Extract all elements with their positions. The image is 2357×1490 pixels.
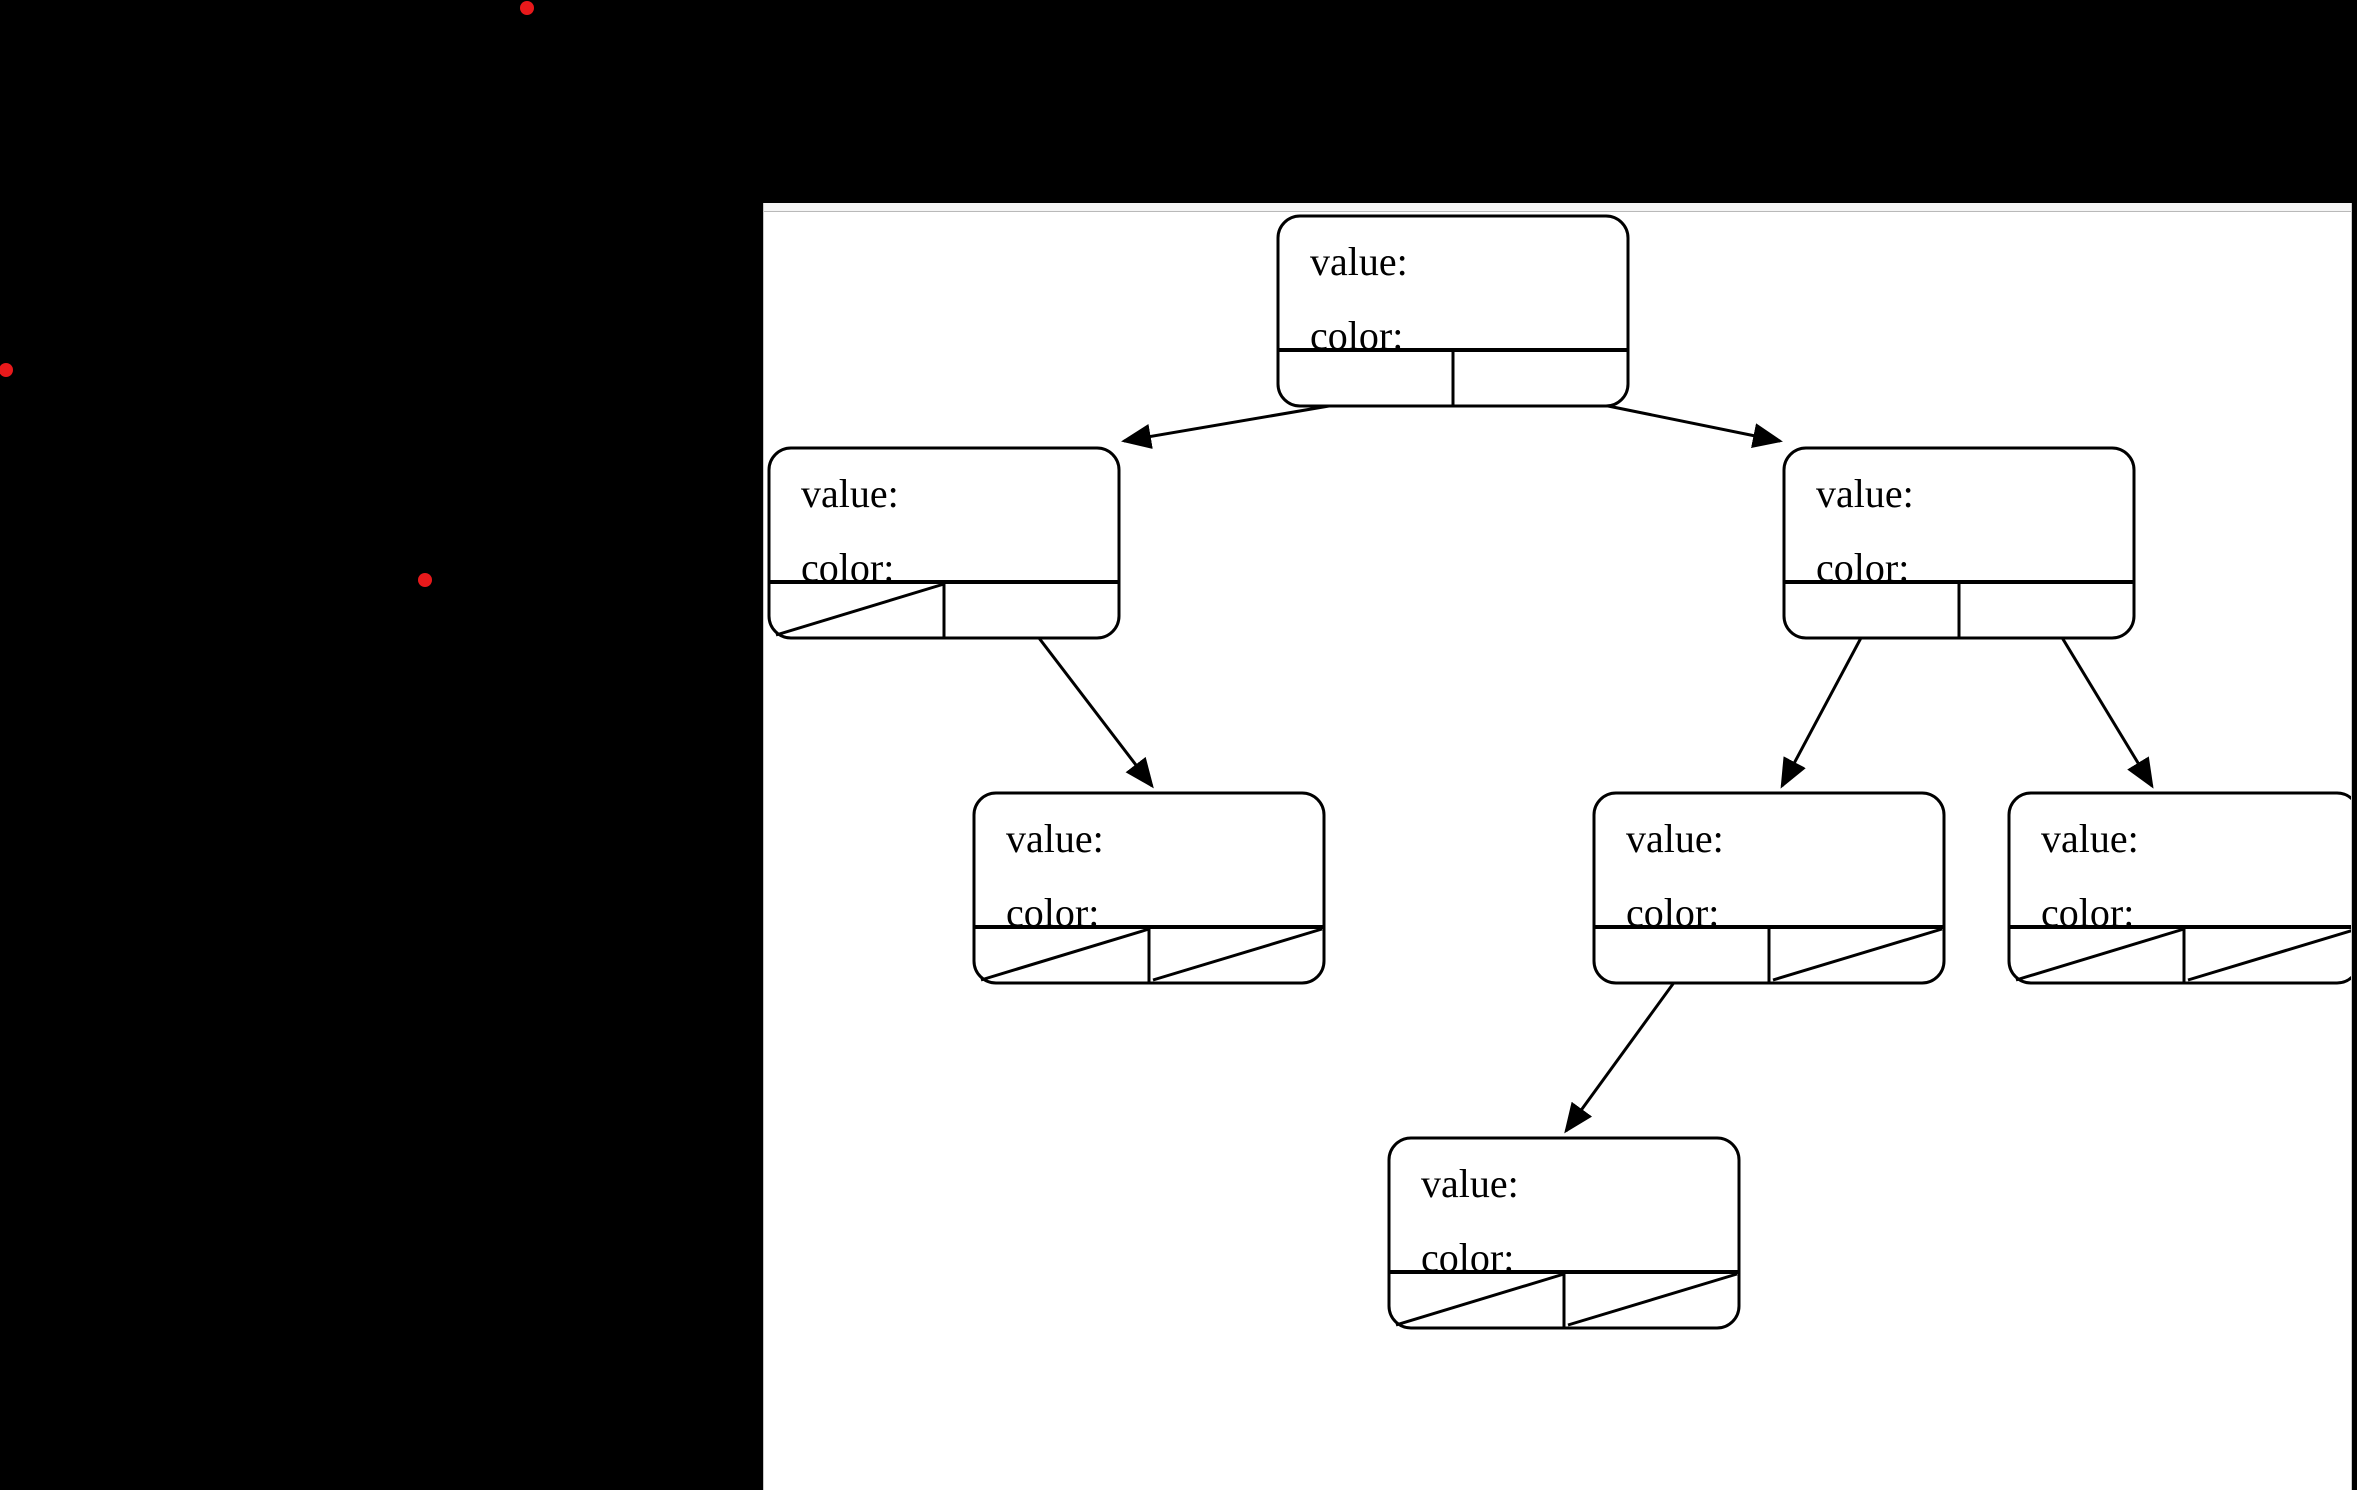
edge-right-to-right-right — [2050, 620, 2154, 789]
node-root[interactable]: value: color: — [1276, 214, 1630, 408]
edge-left-to-left-right — [1024, 620, 1154, 789]
node-left-value-label: value: — [801, 471, 899, 516]
node-right-left-left-null-slash-right — [1567, 1272, 1738, 1327]
node-right-left-value-label: value: — [1626, 816, 1724, 861]
cursor-dot-1 — [520, 1, 534, 15]
edge-layer — [1024, 391, 2154, 1134]
tree-diagram-canvas: value: color: value: color: value: color… — [767, 214, 2352, 1330]
node-left-right-null-slash-left — [980, 927, 1150, 982]
viewport-top-strip — [764, 203, 2351, 212]
diagram-viewport[interactable]: value: color: value: color: value: color… — [763, 203, 2352, 1490]
node-right-right[interactable]: value: color: — [2007, 791, 2352, 985]
node-right-left[interactable]: value: color: — [1592, 791, 1946, 985]
node-left[interactable]: value: color: — [767, 446, 1121, 640]
node-right-left-left-value-label: value: — [1421, 1161, 1519, 1206]
node-right-right-null-slash-right — [2187, 929, 2351, 982]
node-root-value-label: value: — [1310, 239, 1408, 284]
node-right-left-left[interactable]: value: color: — [1387, 1136, 1741, 1330]
edge-right-left-to-child — [1564, 965, 1688, 1134]
cursor-dot-2 — [0, 363, 13, 377]
node-right-value-label: value: — [1816, 471, 1914, 516]
node-right-right-value-label: value: — [2041, 816, 2139, 861]
node-right[interactable]: value: color: — [1782, 446, 2136, 640]
edge-right-to-right-left — [1780, 620, 1872, 789]
node-right-left-null-slash-right — [1772, 927, 1943, 982]
node-left-right-value-label: value: — [1006, 816, 1104, 861]
node-left-right[interactable]: value: color: — [972, 791, 1326, 985]
cursor-dot-3 — [418, 573, 432, 587]
node-right-right-null-slash-left — [2015, 927, 2185, 982]
node-right-left-left-null-slash-left — [1395, 1272, 1565, 1327]
node-left-right-null-slash-right — [1152, 927, 1323, 982]
node-left-null-slash-left — [775, 582, 945, 637]
